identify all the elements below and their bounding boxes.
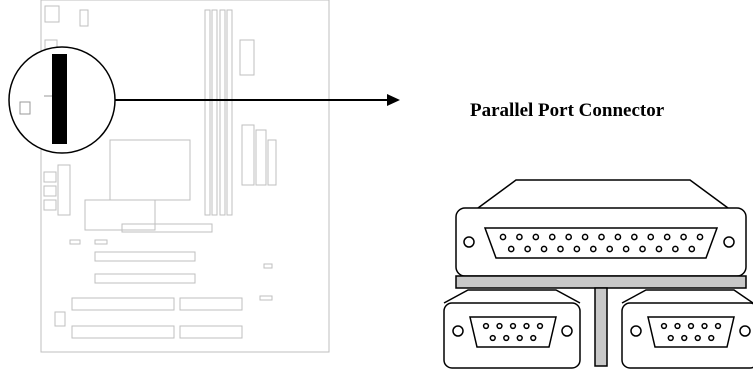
board-component bbox=[44, 5, 60, 23]
connector-pin bbox=[622, 245, 630, 253]
expansion-slot bbox=[71, 325, 175, 339]
parallel-pin-shell bbox=[483, 227, 719, 259]
board-component bbox=[109, 139, 191, 201]
connector-pin bbox=[647, 233, 655, 241]
board-component bbox=[259, 295, 273, 301]
connector-pin bbox=[694, 334, 701, 342]
parallel-connector-flange bbox=[455, 275, 747, 289]
connector-pin bbox=[701, 322, 708, 330]
parallel-header-highlight bbox=[52, 54, 67, 144]
parallel-pins bbox=[499, 233, 704, 253]
connector-pin bbox=[660, 322, 668, 330]
connector-pin bbox=[714, 322, 722, 330]
connector-pin bbox=[482, 322, 490, 330]
connector-pin bbox=[708, 334, 715, 342]
connector-pin bbox=[674, 322, 681, 330]
connector-pin bbox=[530, 334, 537, 342]
board-component bbox=[84, 199, 156, 231]
connector-pin bbox=[687, 322, 695, 330]
expansion-slot bbox=[94, 273, 196, 284]
connector-pin bbox=[589, 245, 597, 253]
motherboard-outline bbox=[40, 0, 330, 353]
connector-pin bbox=[536, 322, 544, 330]
connector-pin bbox=[516, 334, 523, 342]
connector-pin bbox=[630, 233, 638, 241]
board-component bbox=[43, 199, 57, 211]
board-component bbox=[241, 124, 255, 186]
serial-connector-right bbox=[621, 289, 753, 369]
connector-pin bbox=[557, 245, 564, 253]
memory-slot bbox=[211, 9, 218, 216]
connector-pin bbox=[681, 334, 688, 342]
serial-pin-shell bbox=[469, 316, 557, 348]
board-component bbox=[54, 311, 66, 327]
board-component bbox=[79, 9, 89, 27]
connector-pin bbox=[503, 334, 510, 342]
expansion-slot bbox=[179, 325, 243, 339]
motherboard-illustration bbox=[40, 0, 330, 353]
board-component bbox=[239, 39, 255, 76]
connector-pin bbox=[523, 322, 530, 330]
connector-pin bbox=[516, 233, 523, 241]
connector-pin bbox=[507, 245, 515, 253]
serial-connector-left bbox=[443, 289, 581, 369]
connector-pin bbox=[655, 245, 663, 253]
connector-pin bbox=[548, 233, 556, 241]
connector-pin bbox=[606, 245, 614, 253]
connector-pin bbox=[489, 334, 496, 342]
board-component bbox=[43, 171, 57, 183]
connector-stand bbox=[594, 287, 608, 367]
mounting-hole bbox=[452, 325, 464, 337]
connector-pin bbox=[540, 245, 548, 253]
connector-pin bbox=[496, 322, 503, 330]
expansion-slot bbox=[71, 297, 175, 311]
mounting-hole bbox=[463, 236, 475, 248]
expansion-slot bbox=[179, 297, 243, 311]
serial-pins bbox=[660, 322, 722, 342]
connector-pin bbox=[565, 233, 573, 241]
connector-pin bbox=[598, 233, 605, 241]
connector-pin bbox=[581, 233, 589, 241]
board-component bbox=[43, 185, 57, 197]
serial-connector-hood bbox=[621, 289, 753, 304]
connector-pin bbox=[614, 233, 622, 241]
connector-pin bbox=[532, 233, 540, 241]
mounting-hole bbox=[739, 325, 751, 337]
connector-pin bbox=[524, 245, 531, 253]
connector-pin bbox=[509, 322, 517, 330]
memory-slot bbox=[226, 9, 233, 216]
memory-slot bbox=[219, 9, 226, 216]
mounting-hole bbox=[561, 325, 573, 337]
board-component bbox=[267, 139, 277, 186]
connector-pin bbox=[663, 233, 671, 241]
connector-pin bbox=[639, 245, 646, 253]
connector-pin bbox=[499, 233, 507, 241]
memory-slot bbox=[204, 9, 211, 216]
board-component bbox=[94, 239, 108, 245]
board-component bbox=[69, 239, 81, 245]
serial-pins bbox=[482, 322, 544, 342]
pointer-arrowhead bbox=[387, 94, 400, 106]
parallel-connector-hood bbox=[477, 179, 729, 209]
connector-title: Parallel Port Connector bbox=[470, 100, 665, 121]
connector-pin bbox=[696, 233, 704, 241]
expansion-slot bbox=[121, 223, 213, 233]
board-component bbox=[19, 101, 31, 115]
connector-pin bbox=[688, 245, 696, 253]
connector-pin bbox=[672, 245, 679, 253]
mounting-hole bbox=[723, 236, 735, 248]
mounting-hole bbox=[630, 325, 642, 337]
connector-pin bbox=[680, 233, 687, 241]
serial-pin-shell bbox=[647, 316, 735, 348]
parallel-connector bbox=[455, 179, 747, 289]
connector-pin bbox=[667, 334, 674, 342]
board-component bbox=[255, 129, 267, 186]
serial-connector-hood bbox=[443, 289, 581, 304]
board-component bbox=[57, 164, 71, 216]
connector-pin bbox=[573, 245, 581, 253]
expansion-slot bbox=[94, 251, 196, 262]
board-component bbox=[263, 263, 273, 269]
